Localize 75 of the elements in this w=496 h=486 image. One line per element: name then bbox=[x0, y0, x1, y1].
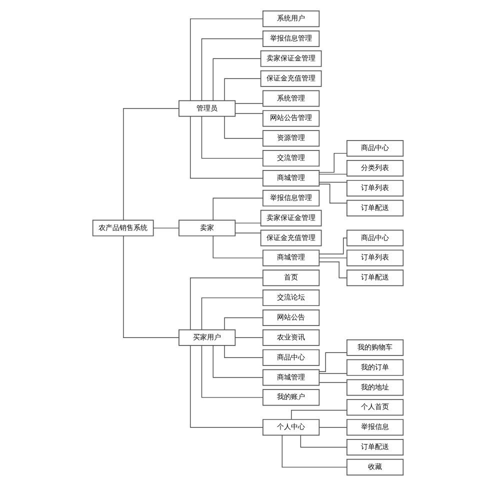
node-box: 举报信息 bbox=[346, 419, 404, 436]
node-box: 买家用户 bbox=[178, 329, 236, 346]
node-box: 交流管理 bbox=[262, 150, 320, 167]
node-box: 系统用户 bbox=[262, 10, 320, 28]
node-box: 商城管理 bbox=[262, 170, 320, 186]
node-box: 网站公告管理 bbox=[262, 110, 320, 127]
connector bbox=[224, 345, 264, 358]
node-box: 举报信息管理 bbox=[262, 190, 320, 206]
connector bbox=[234, 222, 262, 224]
connector bbox=[318, 373, 348, 374]
connector bbox=[123, 108, 180, 221]
connector bbox=[318, 382, 348, 383]
connector bbox=[282, 434, 348, 468]
node-box: 交流论坛 bbox=[262, 290, 320, 306]
connector bbox=[190, 18, 264, 101]
node-box: 商品中心 bbox=[346, 140, 404, 157]
node-box: 订单列表 bbox=[346, 180, 404, 196]
connector bbox=[318, 152, 348, 173]
node-box: 管理员 bbox=[178, 100, 236, 117]
connector bbox=[224, 78, 262, 101]
node-box: 商城管理 bbox=[262, 369, 320, 386]
node-box: 保证金充值管理 bbox=[260, 230, 322, 246]
connector bbox=[201, 345, 264, 398]
node-box: 分类列表 bbox=[346, 160, 404, 177]
connector bbox=[318, 262, 348, 278]
node-box: 我的购物车 bbox=[346, 339, 404, 356]
connector bbox=[300, 434, 348, 448]
connector bbox=[212, 236, 264, 258]
node-box: 商品中心 bbox=[346, 230, 404, 246]
node-box: 订单配送 bbox=[346, 439, 404, 456]
connector bbox=[318, 174, 348, 175]
connector bbox=[318, 352, 348, 372]
connector bbox=[318, 182, 348, 183]
connector bbox=[318, 184, 348, 204]
node-box: 订单列表 bbox=[346, 250, 404, 266]
node-box: 我的账户 bbox=[262, 389, 320, 406]
node-box: 保证金充值管理 bbox=[260, 70, 322, 87]
connector bbox=[212, 198, 264, 221]
connector bbox=[234, 113, 264, 114]
node-box: 我的地址 bbox=[346, 379, 404, 396]
node-box: 卖家保证金管理 bbox=[260, 210, 322, 226]
node-box: 农产品销售系统 bbox=[92, 220, 154, 236]
connector bbox=[190, 278, 264, 330]
node-box: 卖家 bbox=[178, 220, 236, 236]
node-box: 商城管理 bbox=[262, 250, 320, 266]
connector bbox=[291, 410, 348, 420]
connector bbox=[318, 426, 348, 428]
connector bbox=[123, 236, 180, 338]
node-box: 个人首页 bbox=[346, 399, 404, 416]
node-box: 农业资讯 bbox=[262, 329, 320, 346]
node-box: 个人中心 bbox=[262, 419, 320, 436]
connector bbox=[212, 58, 262, 101]
connector bbox=[201, 297, 264, 330]
connector bbox=[234, 232, 262, 234]
node-box: 订单配送 bbox=[346, 270, 404, 286]
connector bbox=[234, 337, 264, 338]
connector bbox=[319, 238, 348, 254]
connector bbox=[190, 345, 264, 428]
node-box: 商品中心 bbox=[262, 349, 320, 366]
connector bbox=[224, 317, 264, 330]
connector bbox=[190, 116, 264, 179]
node-box: 网站公告 bbox=[262, 309, 320, 326]
node-box: 首页 bbox=[262, 270, 320, 286]
connector bbox=[201, 116, 264, 159]
node-box: 订单配送 bbox=[346, 200, 404, 216]
connector bbox=[212, 345, 264, 378]
node-box: 资源管理 bbox=[262, 130, 320, 147]
node-box: 收藏 bbox=[346, 458, 404, 476]
node-box: 举报信息管理 bbox=[262, 30, 320, 47]
node-box: 卖家保证金管理 bbox=[260, 50, 322, 67]
node-box: 系统管理 bbox=[262, 90, 320, 107]
connector bbox=[234, 103, 264, 104]
connector bbox=[201, 38, 264, 101]
connector bbox=[224, 116, 264, 139]
node-box: 我的订单 bbox=[346, 359, 404, 376]
